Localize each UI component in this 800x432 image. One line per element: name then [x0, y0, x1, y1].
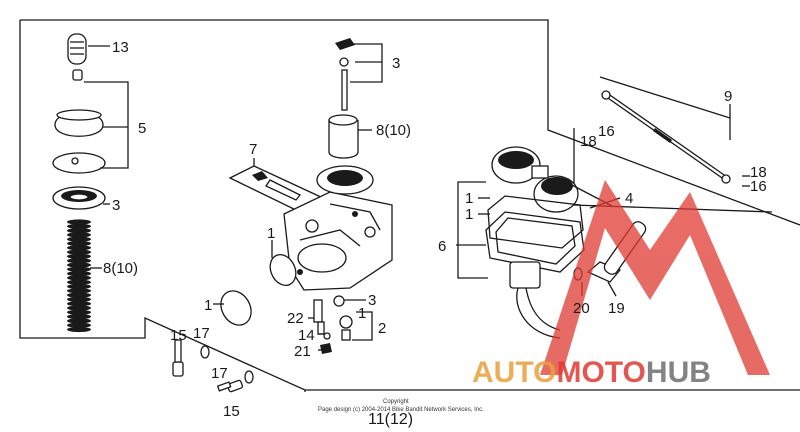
callout-1-r1: 1	[465, 190, 473, 207]
float-bowl-gasket-part	[487, 195, 584, 249]
spring-coil-turn	[67, 296, 91, 302]
watermark-mountain-icon	[540, 180, 770, 375]
callout-7: 7	[249, 141, 257, 158]
callout-11: 11(12)	[368, 411, 413, 428]
copyright-line-2: Page design (c) 2004-2014 Bike Bandit Ne…	[318, 407, 484, 413]
spring-coil-turn	[67, 223, 91, 229]
spring-coil-turn	[67, 266, 91, 272]
spring-coil-turn	[67, 288, 91, 294]
callout-18-a: 18	[580, 133, 597, 150]
spring-coil-turn	[67, 309, 91, 315]
watermark-hub: HUB	[646, 356, 711, 389]
callout-5: 5	[138, 120, 146, 137]
linkage-rod-part	[601, 90, 731, 184]
callout-labels: 13 5 3 8(10) 7 3 8(10) 1 1 3 22 1 2 14 2…	[103, 39, 767, 428]
spring-coil-turn	[67, 318, 91, 324]
callout-2: 2	[378, 320, 386, 337]
callout-20: 20	[573, 300, 590, 317]
spring-coil-part	[67, 219, 91, 333]
callout-15-a: 15	[170, 327, 187, 344]
watermark-auto: AUTO	[472, 356, 556, 389]
slide-needle-part	[335, 38, 355, 111]
spring-coil-turn	[67, 262, 91, 268]
diaphragm-cap-part	[52, 109, 106, 174]
callout-21: 21	[294, 343, 311, 360]
spring-coil-turn	[67, 322, 91, 328]
piston-slide-part	[328, 114, 359, 159]
jet-needle-part	[67, 33, 87, 81]
spring-coil-turn	[67, 271, 91, 277]
callout-19: 19	[608, 300, 625, 317]
watermark-logo	[540, 180, 770, 375]
callout-16-a: 16	[598, 123, 615, 140]
float-part	[491, 146, 613, 213]
spring-coil-turn	[67, 305, 91, 311]
callout-8-left: 8(10)	[103, 260, 138, 277]
callout-17-a: 17	[193, 325, 210, 342]
callout-15-b: 15	[223, 403, 240, 420]
callout-17-b: 17	[211, 365, 228, 382]
callout-3-mid: 3	[368, 292, 376, 309]
spring-coil-turn	[67, 236, 91, 242]
spring-coil-turn	[67, 245, 91, 251]
spring-coil-turn	[67, 219, 91, 225]
spring-coil-turn	[67, 228, 91, 234]
spring-coil-turn	[67, 279, 91, 285]
callout-13: 13	[112, 39, 129, 56]
float-chamber-part	[485, 211, 585, 289]
spring-coil-turn	[67, 283, 91, 290]
svg-text:AUTOMOTOHUB: AUTOMOTOHUB	[472, 356, 711, 389]
callout-9: 9	[724, 88, 732, 105]
callout-1-ring: 1	[204, 297, 212, 314]
callout-1-r2: 1	[465, 206, 473, 223]
carburetor-body-part	[283, 165, 393, 291]
spring-coil-turn	[67, 275, 91, 281]
copyright-line-1: Copyright	[383, 399, 409, 405]
spring-coil-turn	[67, 249, 91, 255]
spring-coil-turn	[67, 301, 91, 307]
o-ring-part	[220, 253, 297, 326]
diagram-frame	[19, 19, 800, 392]
callout-1-body: 1	[267, 225, 275, 242]
spring-coil-turn	[67, 314, 91, 320]
callout-3-top: 3	[392, 55, 400, 72]
callout-14: 14	[298, 327, 315, 344]
spring-coil-turn	[67, 292, 91, 298]
callout-4: 4	[625, 190, 633, 207]
callout-16-b: 16	[750, 178, 767, 195]
spring-seat-part	[52, 186, 106, 210]
watermark-moto: MOTO	[556, 356, 645, 389]
callout-8-top: 8(10)	[376, 122, 411, 139]
callout-22: 22	[287, 310, 304, 327]
callout-1-mid: 1	[358, 305, 366, 322]
spring-coil-turn	[67, 253, 91, 259]
callout-6: 6	[438, 238, 446, 255]
watermark-wordmark: AUTOMOTOHUB	[472, 356, 711, 389]
callout-3-left: 3	[112, 197, 120, 214]
spring-coil-turn	[67, 326, 91, 333]
callout-18-b: 18	[750, 164, 767, 181]
spring-coil-turn	[67, 258, 91, 264]
screw-part	[172, 339, 254, 393]
spring-coil-turn	[67, 240, 91, 247]
spring-coil-turn	[67, 232, 91, 238]
jets-cluster-part	[313, 295, 353, 354]
